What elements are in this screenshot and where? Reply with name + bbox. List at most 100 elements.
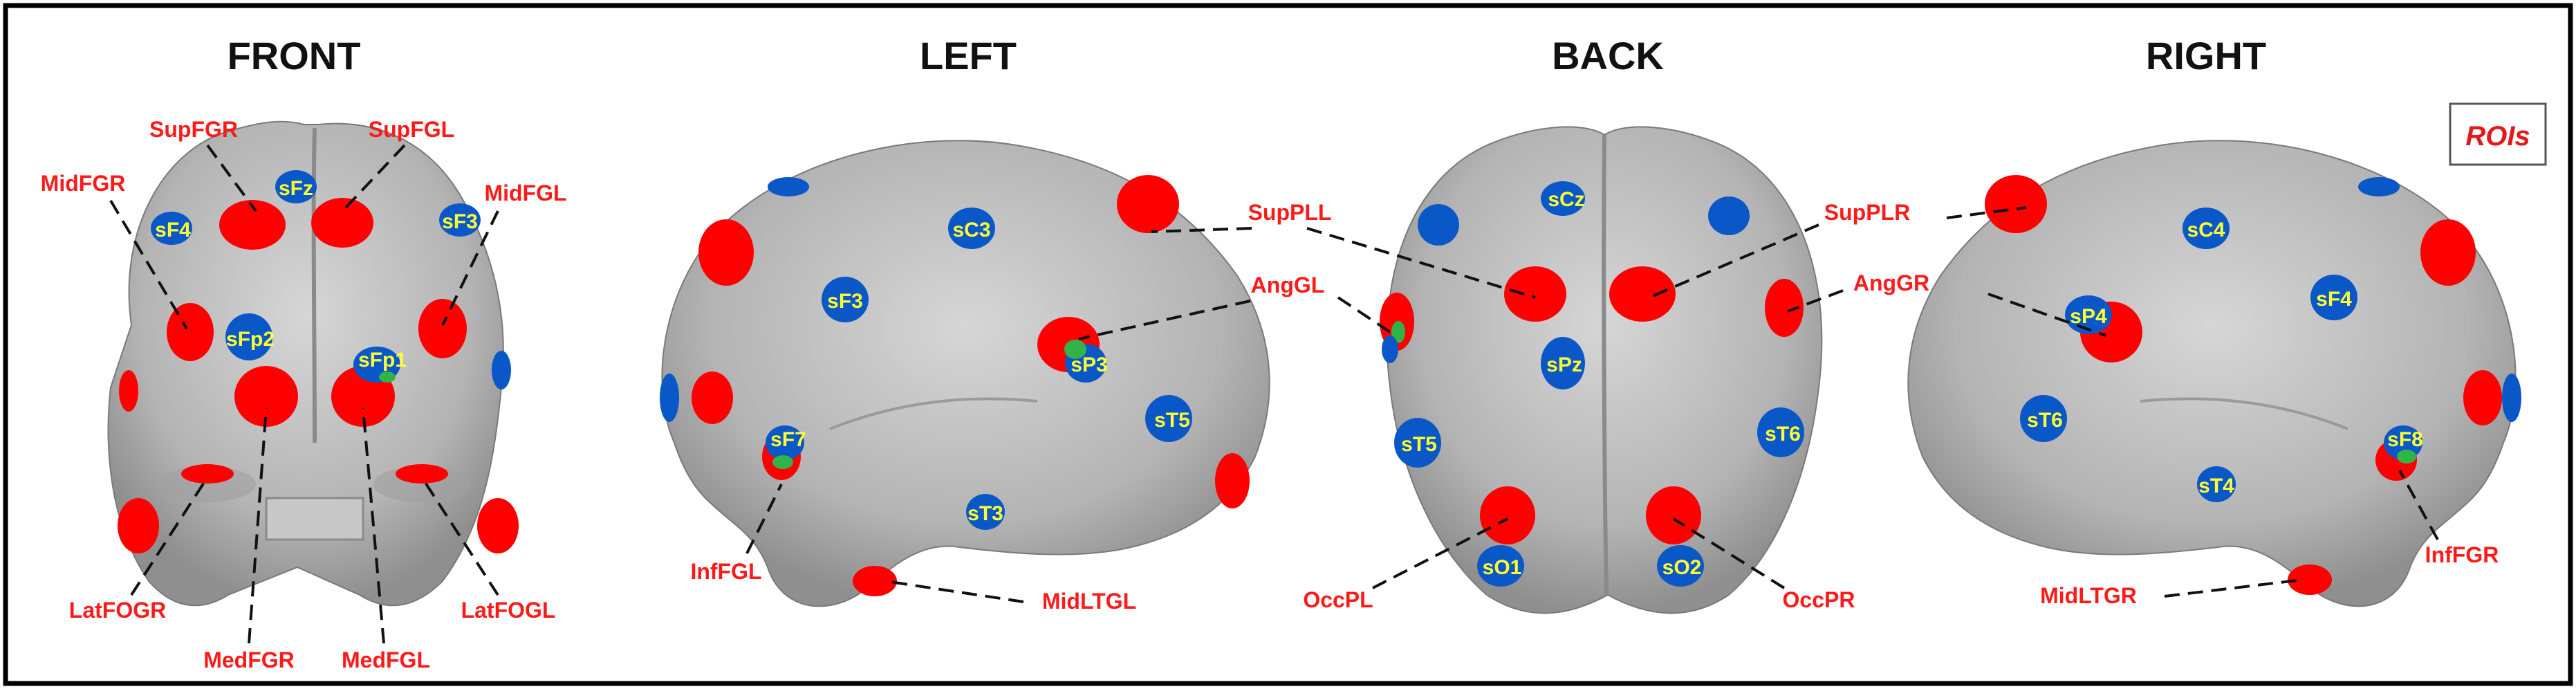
left-channels: [660, 177, 1192, 530]
channel-label-sT6-back: sT6: [1765, 423, 1801, 445]
roi-blob: [1504, 266, 1566, 322]
channel-blob: [2183, 208, 2230, 249]
brain-back: [1386, 126, 1823, 614]
channel-blob: [1418, 204, 1459, 246]
roi-label-MidLTGL: MidLTGL: [1042, 589, 1136, 614]
channel-label-sT5-left: sT5: [1154, 409, 1190, 432]
channel-blob: [2310, 275, 2357, 320]
channel-label-sFp2: sFp2: [226, 328, 275, 351]
roi-label-MedFGL: MedFGL: [342, 647, 430, 672]
channel-blob: [275, 170, 317, 203]
channel-blob: [492, 351, 511, 389]
channel-blob: [151, 212, 192, 245]
channel-label-sT5-back: sT5: [1401, 433, 1437, 456]
channel-blob: [660, 374, 679, 422]
channel-blob: [948, 208, 995, 249]
channel-label-sFz: sFz: [279, 177, 313, 200]
overlap-spot: [772, 455, 793, 469]
channel-blob: [1382, 336, 1398, 363]
channel-blob: [1541, 181, 1585, 216]
back-leaders: [1306, 223, 1844, 589]
back-channels: [1382, 181, 1804, 587]
front-rois: [118, 198, 519, 553]
roi-blob: [692, 371, 733, 424]
right-channels: [2020, 177, 2521, 502]
channel-blob: [2020, 395, 2067, 442]
channel-label-sT6-right: sT6: [2027, 409, 2063, 432]
roi-blob: [234, 366, 298, 427]
roi-label-AngGL: AngGL: [1251, 273, 1325, 297]
channel-label-sT3: sT3: [967, 502, 1003, 525]
channel-blob: [1657, 545, 1704, 587]
channel-label-sFp1: sFp1: [358, 349, 407, 371]
channel-blob: [1757, 407, 1804, 457]
roi-blob: [2463, 370, 2502, 425]
roi-label-InfFGL: InfFGL: [690, 559, 761, 584]
roi-blob: [2288, 564, 2332, 595]
channel-label-sF3: sF3: [442, 210, 478, 233]
channel-blob: [768, 177, 809, 196]
brain-right: [1907, 140, 2517, 607]
roi-label-MidLTGR: MidLTGR: [2040, 583, 2137, 608]
back-rois: [1380, 266, 1804, 544]
channel-label-sO1: sO1: [1483, 556, 1522, 579]
roi-blob: [181, 464, 234, 484]
roi-blob: [1609, 266, 1676, 322]
channel-blob: [966, 494, 1005, 530]
channel-blob: [822, 277, 869, 322]
overlap-spot: [2397, 450, 2416, 463]
roi-blob: [1215, 453, 1250, 508]
overlap-spot: [1391, 321, 1405, 343]
roi-blob: [1117, 175, 1179, 233]
channel-label-sC4: sC4: [2187, 219, 2225, 241]
channel-label-sO2: sO2: [1662, 556, 1702, 579]
front-leaders: [109, 144, 499, 644]
view-title-right: RIGHT: [2146, 34, 2266, 77]
roi-blob: [119, 370, 138, 412]
channel-blob: [1394, 418, 1441, 468]
roi-label-OccPL: OccPL: [1303, 587, 1373, 612]
front-channels: [151, 170, 511, 389]
channel-blob: [766, 425, 804, 460]
roi-label-MidFGR: MidFGR: [41, 171, 126, 196]
channel-label-sC3: sC3: [952, 219, 990, 241]
channel-blob: [1541, 337, 1585, 389]
roi-blob: [396, 464, 448, 484]
roi-blob: [311, 198, 373, 248]
channel-blob: [1145, 395, 1192, 442]
channel-label-sP4: sP4: [2070, 305, 2107, 328]
roi-blob: [1480, 486, 1535, 544]
legend-label: ROIs: [2465, 121, 2530, 151]
roi-label-LatFOGR: LatFOGR: [69, 598, 166, 623]
overlap-spot: [1064, 340, 1086, 359]
roi-blob: [1646, 486, 1701, 544]
roi-label-InfFGR: InfFGR: [2425, 542, 2499, 567]
channel-blob: [1708, 196, 1750, 235]
right-leaders: [1946, 206, 2439, 598]
left-rois: [692, 175, 1250, 596]
view-title-front: FRONT: [228, 34, 361, 77]
roi-blob: [2420, 219, 2476, 286]
roi-label-AngGR: AngGR: [1853, 270, 1929, 295]
channel-blob: [2197, 466, 2236, 502]
roi-label-MedFGR: MedFGR: [203, 647, 295, 672]
roi-blob: [219, 200, 286, 250]
roi-blob: [118, 498, 159, 553]
left-leaders: [745, 227, 1252, 603]
legend-box: ROIs: [2449, 102, 2547, 166]
roi-blob: [698, 219, 754, 286]
channel-blob: [1477, 545, 1524, 587]
channel-blob: [225, 313, 272, 360]
channel-label-sF7: sF7: [770, 428, 806, 451]
channel-label-sF4: sF4: [155, 219, 191, 241]
roi-blob: [1765, 279, 1804, 337]
channel-label-sCz: sCz: [1548, 188, 1584, 211]
roi-blob: [1985, 175, 2047, 233]
channel-label-sP3: sP3: [1071, 353, 1107, 376]
roi-label-SupFGL: SupFGL: [369, 117, 454, 142]
channel-blob: [2065, 295, 2112, 334]
roi-blob: [418, 299, 467, 358]
roi-label-OccPR: OccPR: [1783, 587, 1855, 612]
